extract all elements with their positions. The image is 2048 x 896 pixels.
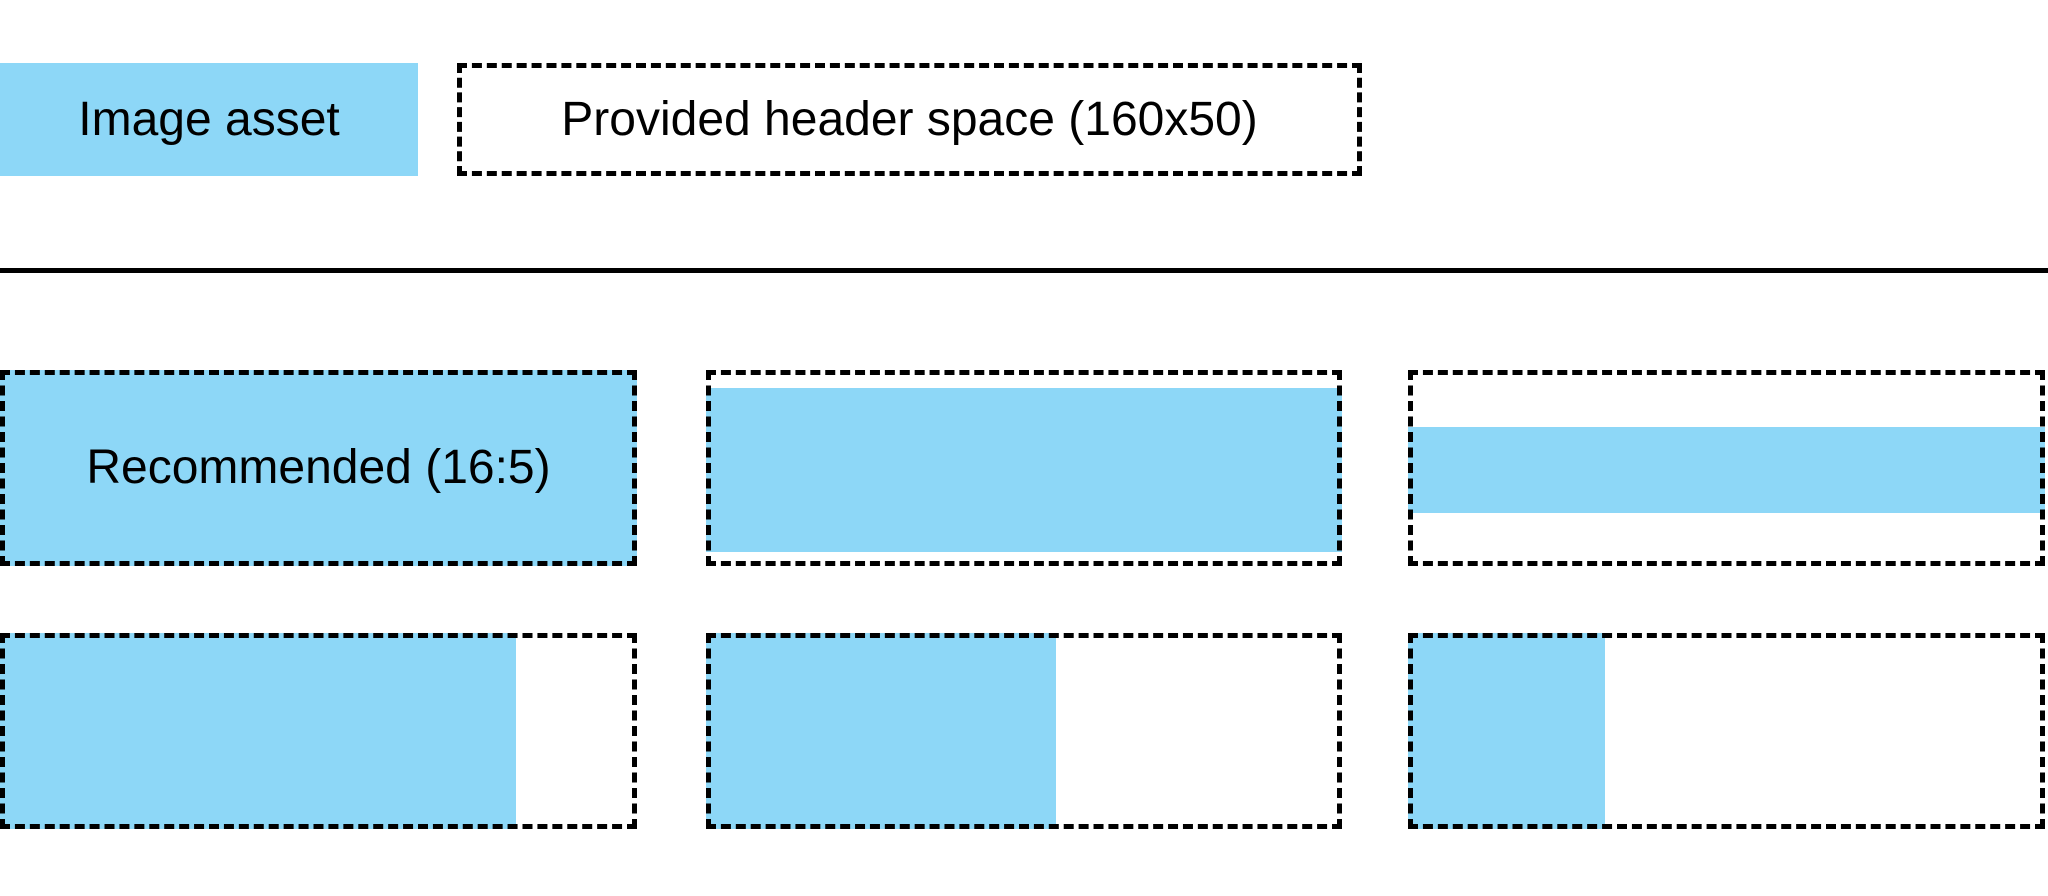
example-label bbox=[0, 633, 637, 829]
image-asset-legend-label: Image asset bbox=[78, 92, 340, 146]
recommended-ratio-label: Recommended (16:5) bbox=[86, 441, 551, 494]
image-asset-fill bbox=[706, 633, 1056, 829]
example-label bbox=[1408, 370, 2045, 566]
example-box-partial-width-55 bbox=[706, 633, 1342, 829]
example-box-full-width-tall bbox=[706, 370, 1342, 566]
provided-header-space-box: Provided header space (160x50) bbox=[457, 63, 1362, 176]
example-label bbox=[1408, 633, 2045, 829]
example-box-full-width-short bbox=[1408, 370, 2045, 566]
image-asset-fill bbox=[706, 387, 1342, 553]
image-asset-fill bbox=[1408, 426, 2045, 514]
example-label bbox=[706, 633, 1342, 829]
example-box-recommended: Recommended (16:5) bbox=[0, 370, 637, 566]
example-box-partial-width-81 bbox=[0, 633, 637, 829]
section-divider bbox=[0, 268, 2048, 273]
example-box-partial-width-31 bbox=[1408, 633, 2045, 829]
image-asset-fill bbox=[0, 370, 637, 566]
image-asset-legend-swatch: Image asset bbox=[0, 63, 418, 176]
image-asset-fill bbox=[0, 633, 516, 829]
image-asset-fill bbox=[1408, 633, 1606, 829]
example-label bbox=[706, 370, 1342, 566]
provided-header-space-label: Provided header space (160x50) bbox=[561, 92, 1258, 146]
